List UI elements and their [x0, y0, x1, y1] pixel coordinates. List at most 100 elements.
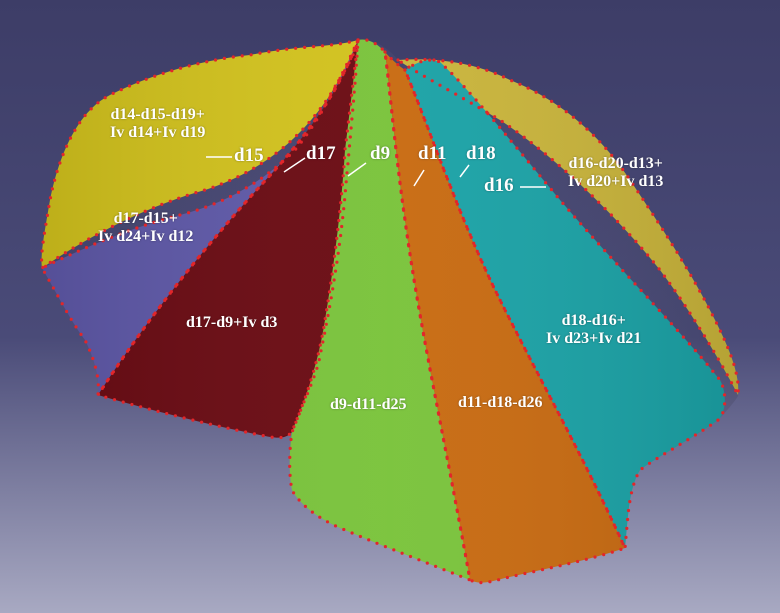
seam-dot — [549, 397, 553, 401]
seam-dot — [396, 58, 400, 62]
seam-dot — [585, 127, 589, 131]
seam-dot — [466, 227, 470, 231]
seam-dot — [329, 43, 334, 47]
seam-dot — [493, 71, 497, 75]
seam-dot — [640, 466, 644, 471]
label-orange-region: d11-d18-d26 — [458, 394, 542, 412]
seam-dot — [509, 139, 513, 143]
seam-dot — [605, 507, 609, 511]
seam-dot — [238, 206, 242, 210]
seam-dot — [410, 85, 414, 89]
seam-dot — [572, 442, 577, 446]
seam-dot — [613, 525, 618, 530]
seam-dot — [597, 200, 601, 204]
seam-dot — [631, 182, 635, 186]
seam-dot — [355, 48, 359, 53]
seam-dot — [258, 51, 262, 55]
label-gold-line2: Iv d20+Iv d13 — [568, 172, 664, 190]
seam-dot — [624, 535, 628, 540]
seam-dot — [469, 235, 473, 239]
seam-dot — [604, 146, 608, 150]
seam-dot — [414, 288, 418, 292]
seam-dot — [462, 219, 466, 223]
seam-dot — [693, 433, 698, 437]
seam-dot — [91, 356, 95, 361]
seam-dot — [458, 208, 462, 212]
seam-dot — [319, 349, 323, 353]
seam-dot — [503, 309, 507, 313]
seam-dot — [602, 501, 606, 505]
seam-dot — [267, 50, 271, 54]
seam-dot — [417, 558, 421, 562]
seam-dot — [707, 342, 711, 346]
seam-dot — [499, 301, 503, 305]
seam-dot — [493, 115, 497, 119]
seam-dot — [259, 161, 263, 166]
seam-dot — [388, 92, 392, 96]
seam-dot — [211, 185, 215, 189]
seam-dot — [294, 46, 298, 50]
seam-dot — [484, 268, 488, 272]
seam-dot — [557, 104, 561, 109]
seam-dot — [130, 402, 134, 407]
seam-dot — [476, 252, 480, 256]
seam-dot — [349, 55, 353, 59]
seam-dot — [511, 325, 516, 329]
seam-dot — [285, 47, 289, 51]
seam-dot — [61, 152, 65, 157]
seam-dot — [256, 186, 260, 190]
seam-dot — [380, 47, 384, 51]
seam-dot — [429, 135, 433, 139]
seam-dot — [655, 456, 659, 461]
seam-dot — [295, 417, 299, 421]
seam-dot — [718, 329, 723, 333]
seam-dot — [418, 315, 422, 319]
seam-dot — [402, 208, 406, 212]
seam-dot — [534, 90, 538, 94]
seam-dot — [621, 269, 625, 273]
seam-dot — [127, 216, 131, 221]
seam-dot — [41, 265, 45, 269]
seam-dot — [65, 144, 69, 148]
seam-dot — [354, 72, 358, 76]
seam-dot — [96, 101, 100, 105]
seam-dot — [409, 82, 413, 86]
seam-dot — [616, 219, 620, 224]
seam-dot — [593, 482, 597, 487]
seam-dot — [317, 358, 321, 362]
seam-dot — [328, 305, 332, 309]
seam-dot — [515, 146, 519, 150]
seam-dot — [48, 260, 52, 264]
seam-dot — [502, 306, 506, 310]
label-yellow-region: d14-d15-d19+ Iv d14+Iv d19 — [110, 106, 205, 141]
seam-dot — [510, 322, 514, 326]
seam-dot — [409, 262, 414, 266]
seam-dot — [680, 258, 684, 262]
seam-dot — [558, 564, 562, 568]
seam-dot — [434, 564, 438, 569]
seam-dot — [343, 198, 347, 202]
seam-dot — [520, 341, 524, 345]
seam-dot — [325, 520, 330, 524]
seam-dot — [688, 311, 692, 315]
seam-dot — [69, 317, 73, 321]
seam-dot — [736, 389, 740, 393]
seam-dot — [292, 146, 296, 150]
seam-dot — [627, 275, 631, 279]
seam-dot — [48, 196, 53, 200]
seam-dot — [449, 185, 453, 189]
seam-dot — [323, 331, 327, 335]
seam-dot — [603, 207, 607, 211]
seam-dot — [143, 223, 147, 227]
label-darkred-line1: d17-d9+Iv d3 — [186, 314, 278, 331]
seam-dot — [420, 110, 424, 114]
seam-dot — [346, 63, 350, 67]
seam-dot — [577, 181, 581, 186]
seam-dot — [526, 160, 531, 164]
seam-dot — [365, 38, 369, 42]
seam-dot — [318, 343, 322, 347]
seam-dot — [443, 448, 448, 452]
seam-dot — [342, 71, 346, 75]
seam-dot — [274, 166, 278, 170]
seam-dot — [42, 231, 47, 235]
